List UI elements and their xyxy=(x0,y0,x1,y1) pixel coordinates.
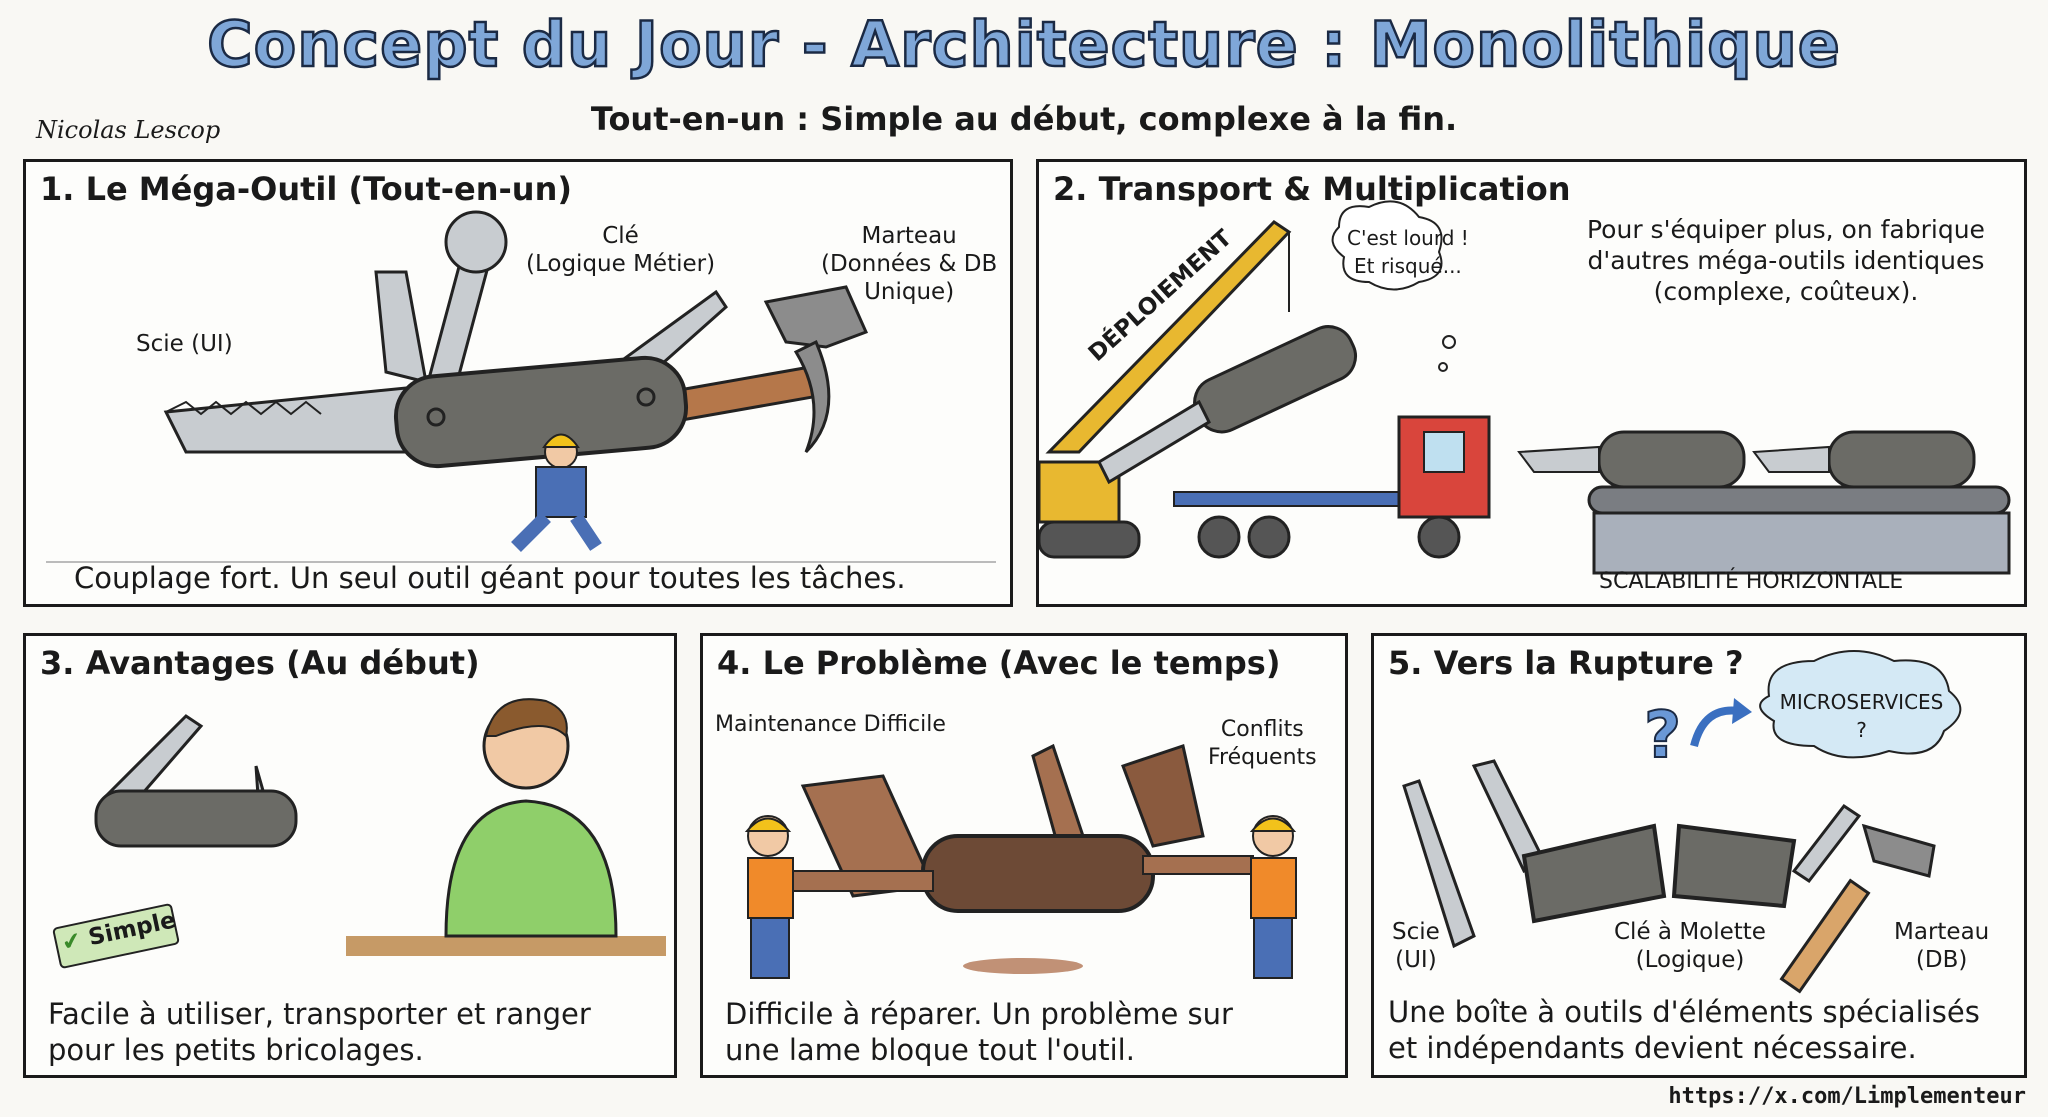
microservices-cloud: MICROSERVICES ? xyxy=(1779,690,1944,742)
page-title: Concept du Jour - Architecture : Monolit… xyxy=(206,7,1841,83)
saw-name: Scie xyxy=(1392,919,1440,945)
page-subtitle: Tout-en-un : Simple au début, complexe à… xyxy=(590,100,1458,138)
label-wrench: Clé (Logique Métier) xyxy=(526,222,715,278)
saw-role: (UI) xyxy=(1395,947,1437,973)
panel-caption: Une boîte à outils d'éléments spécialisé… xyxy=(1388,994,1980,1066)
note-line-2: d'autres méga-outils identiques xyxy=(1587,246,1985,275)
label-hammer-name: Marteau xyxy=(861,223,957,249)
label-saw: Scie (UI) xyxy=(1392,918,1440,974)
rusty-tool-illustration xyxy=(744,743,1297,979)
panel-rupture: 5. Vers la Rupture ? MICROSERVICES ? ? S… xyxy=(1371,633,2027,1078)
label-hammer: Marteau (Données & DB Unique) xyxy=(821,222,997,306)
caption-line-2: pour les petits bricolages. xyxy=(48,1033,424,1067)
label-saw: Scie (UI) xyxy=(136,331,233,357)
caption-line-2: et indépendants devient nécessaire. xyxy=(1388,1031,1917,1065)
panel-advantages: 3. Avantages (Au début) ✔ Simple Facile … xyxy=(23,633,677,1078)
panel-title: 3. Avantages (Au début) xyxy=(40,644,480,682)
question-mark-icon: ? xyxy=(1643,699,1682,773)
multiplication-note: Pour s'équiper plus, on fabrique d'autre… xyxy=(1587,214,1985,307)
note-line-1: Pour s'équiper plus, on fabrique xyxy=(1587,215,1985,244)
crane-truck-conveyor-illustration xyxy=(1039,200,2011,575)
panel-caption: Couplage fort. Un seul outil géant pour … xyxy=(74,561,906,595)
author-signature: Nicolas Lescop xyxy=(36,116,221,144)
mega-tool-illustration xyxy=(46,210,996,563)
label-conflicts: Conflits Fréquents xyxy=(1208,716,1317,772)
bubble-line-1: C'est lourd ! xyxy=(1347,226,1469,250)
hammer-role: (DB) xyxy=(1915,947,1968,973)
caption-line-1: Une boîte à outils d'éléments spécialisé… xyxy=(1388,995,1980,1029)
wrench-role: (Logique) xyxy=(1635,947,1745,973)
panel-title: 5. Vers la Rupture ? xyxy=(1388,644,1744,682)
label-wrench: Clé à Molette (Logique) xyxy=(1614,918,1766,974)
panel-title: 4. Le Problème (Avec le temps) xyxy=(717,644,1281,682)
label-hammer-role: (Données & DB xyxy=(821,251,998,277)
label-hammer: Marteau (DB) xyxy=(1894,918,1989,974)
caption-line-1: Facile à utiliser, transporter et ranger xyxy=(48,997,591,1031)
bubble-line-2: Et risqué... xyxy=(1354,254,1462,278)
broken-tool-illustration xyxy=(1402,650,1962,994)
panel-transport: 2. Transport & Multiplication DÉPLOIEMEN… xyxy=(1036,159,2027,607)
caption-line-1: Difficile à réparer. Un problème sur xyxy=(725,997,1233,1031)
label-maintenance: Maintenance Difficile xyxy=(715,712,946,737)
note-line-3: (complexe, coûteux). xyxy=(1653,277,1919,306)
label-hammer-role-2: Unique) xyxy=(864,279,955,305)
panel-title: 1. Le Méga-Outil (Tout-en-un) xyxy=(40,170,572,208)
panel-caption: Difficile à réparer. Un problème sur une… xyxy=(725,996,1233,1068)
wrench-name: Clé à Molette xyxy=(1614,919,1766,945)
source-link[interactable]: https://x.com/Limplementeur xyxy=(1668,1084,2026,1109)
caption-line-2: une lame bloque tout l'outil. xyxy=(725,1033,1135,1067)
speech-bubble: C'est lourd ! Et risqué... xyxy=(1347,224,1469,280)
check-icon: ✔ xyxy=(59,927,84,957)
small-knife-illustration xyxy=(52,698,666,969)
hammer-name: Marteau xyxy=(1894,919,1990,945)
scaling-label: SCALABILITÉ HORIZONTALE xyxy=(1599,569,1904,594)
panel-caption: Facile à utiliser, transporter et ranger… xyxy=(48,996,591,1068)
panel-mega-tool: 1. Le Méga-Outil (Tout-en-un) Scie (UI) … xyxy=(23,159,1013,607)
panel-problem: 4. Le Problème (Avec le temps) Maintenan… xyxy=(700,633,1348,1078)
conflicts-line-2: Fréquents xyxy=(1208,745,1317,770)
label-wrench-name: Clé xyxy=(602,223,639,249)
label-wrench-role: (Logique Métier) xyxy=(526,251,716,277)
panel-title: 2. Transport & Multiplication xyxy=(1053,170,1571,208)
conflicts-line-1: Conflits xyxy=(1220,717,1304,742)
